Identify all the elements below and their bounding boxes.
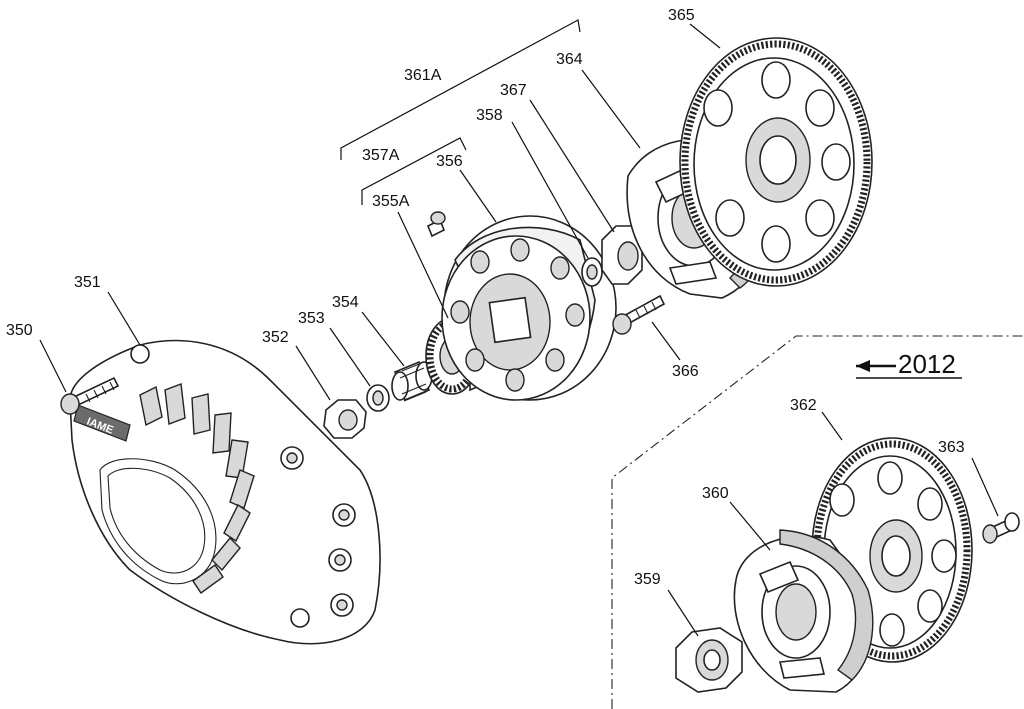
- label-357a: 357A: [362, 147, 400, 164]
- label-363: 363: [938, 439, 965, 456]
- label-351: 351: [74, 274, 101, 291]
- label-360: 360: [702, 485, 729, 502]
- year-label: 2012: [898, 349, 956, 379]
- callout-labels: 350 351 352 353 354 355A 356 357A 358 36…: [6, 7, 965, 588]
- label-366: 366: [672, 363, 699, 380]
- bracket-357a: [361, 137, 467, 205]
- clutch-shoes-360: [733, 529, 874, 693]
- label-362: 362: [790, 397, 817, 414]
- label-367: 367: [500, 82, 527, 99]
- screw-363: [982, 512, 1020, 544]
- washer-353: [366, 384, 390, 412]
- washer-358: [581, 257, 603, 287]
- label-364: 364: [556, 51, 583, 68]
- label-359: 359: [634, 571, 661, 588]
- nut-352: [323, 399, 367, 439]
- assembly-brackets: [340, 19, 581, 205]
- label-353: 353: [298, 310, 325, 327]
- label-352: 352: [262, 329, 289, 346]
- label-354: 354: [332, 294, 359, 311]
- label-356: 356: [436, 153, 463, 170]
- needle-bearing-354: [391, 360, 433, 402]
- label-350: 350: [6, 322, 33, 339]
- gear-holes: [703, 61, 851, 263]
- bolt-366: [612, 294, 666, 335]
- label-365: 365: [668, 7, 695, 24]
- clutch-cover: IAME: [69, 339, 381, 645]
- cover-fins: [139, 383, 255, 594]
- ring-gear-365: [679, 37, 873, 287]
- bracket-361a: [340, 19, 581, 160]
- cover-screw: [60, 376, 120, 415]
- label-358: 358: [476, 107, 503, 124]
- label-361a: 361A: [404, 67, 442, 84]
- nut-367: [601, 225, 643, 285]
- year-marker: 2012: [856, 349, 962, 379]
- clutch-drum-356: [441, 215, 617, 401]
- label-355a: 355A: [372, 193, 410, 210]
- nut-359: [675, 627, 743, 693]
- inset-border: [611, 335, 1024, 709]
- drum-screw: [426, 211, 446, 238]
- drum-holes: [450, 238, 585, 392]
- leader-lines: [39, 23, 999, 637]
